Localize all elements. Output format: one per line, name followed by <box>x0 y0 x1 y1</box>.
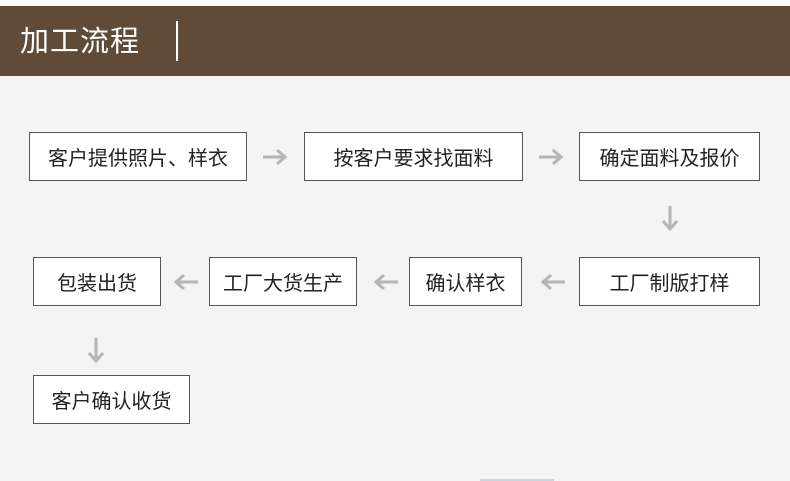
step-4-label: 工厂制版打样 <box>609 271 730 295</box>
step-5-box: 确认样衣 <box>409 257 522 306</box>
bottom-accent-line <box>480 479 554 481</box>
header-divider <box>176 21 178 61</box>
section-header: 加工流程 <box>0 6 790 76</box>
step-3-box: 确定面料及报价 <box>579 132 760 181</box>
step-1-box: 客户提供照片、样衣 <box>29 132 247 181</box>
top-strip <box>0 0 790 6</box>
step-2-box: 按客户要求找面料 <box>304 132 523 181</box>
step-8-label: 客户确认收货 <box>51 389 172 413</box>
step-3-label: 确定面料及报价 <box>599 146 740 170</box>
arrow-down-icon <box>661 205 679 233</box>
step-7-box: 包装出货 <box>33 257 161 306</box>
arrow-left-icon <box>538 273 566 291</box>
arrow-right-icon <box>262 148 290 166</box>
arrow-right-icon <box>538 148 566 166</box>
step-5-label: 确认样衣 <box>425 271 506 295</box>
step-2-label: 按客户要求找面料 <box>333 146 494 170</box>
step-7-label: 包装出货 <box>57 271 137 295</box>
step-4-box: 工厂制版打样 <box>579 257 760 306</box>
step-6-label: 工厂大货生产 <box>223 271 343 295</box>
page-title: 加工流程 <box>20 24 141 58</box>
step-1-label: 客户提供照片、样衣 <box>48 146 228 170</box>
arrow-down-icon <box>87 337 105 365</box>
step-8-box: 客户确认收货 <box>33 375 190 424</box>
arrow-left-icon <box>171 273 199 291</box>
step-6-box: 工厂大货生产 <box>209 257 357 306</box>
arrow-left-icon <box>371 273 399 291</box>
